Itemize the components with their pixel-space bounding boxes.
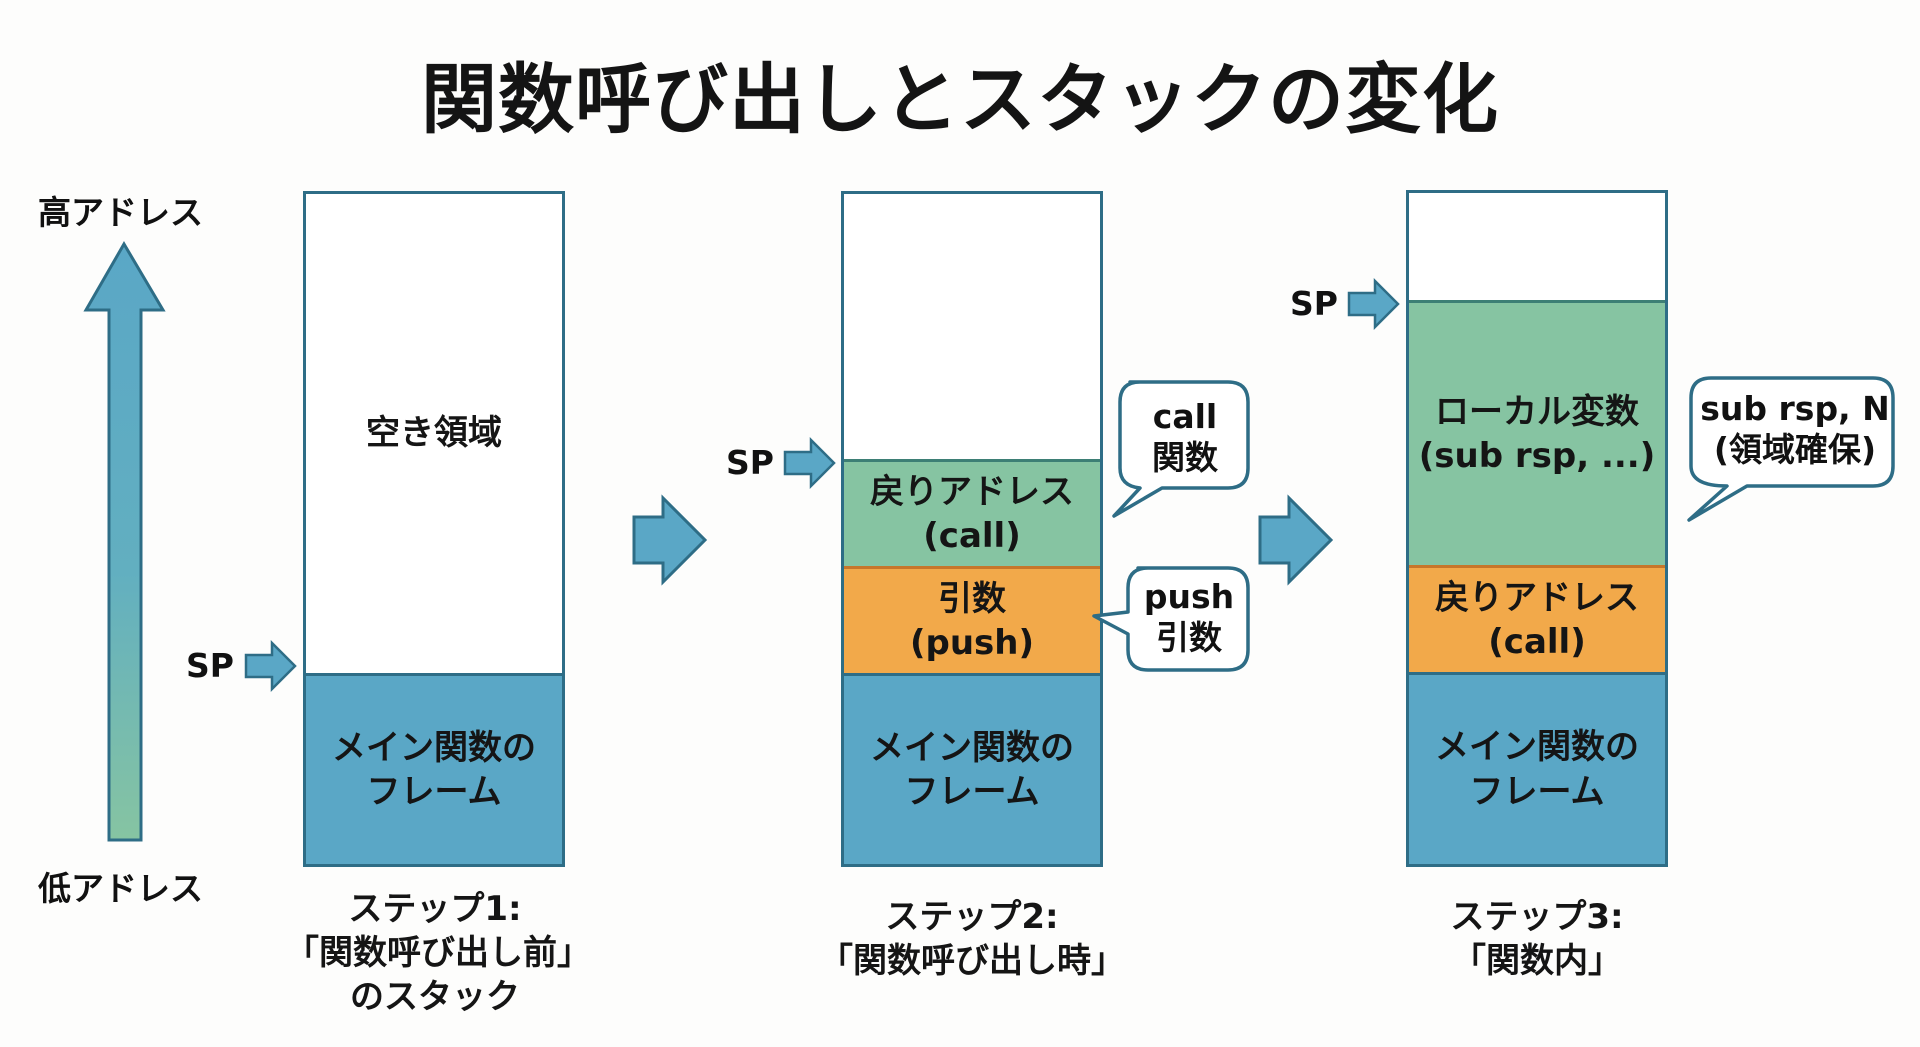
sp-label-step-3: SP (1290, 284, 1338, 323)
high-address-label: 高アドレス (38, 193, 203, 232)
step-1-caption: ステップ1: 「関数呼び出し前」 のスタック (285, 887, 591, 1020)
stack-step-3: ローカル変数 (sub rsp, ...) 戻りアドレス (call) メイン関… (1406, 190, 1668, 867)
low-address-label: 低アドレス (38, 869, 203, 908)
return-address-label-line2: (call) (1488, 622, 1586, 662)
free-space-segment: 空き領域 (306, 194, 562, 673)
sp-arrow-icon (244, 639, 297, 693)
bubble-sub-rsp-line1: sub rsp, N (1700, 389, 1890, 428)
main-frame-segment: メイン関数の フレーム (844, 673, 1100, 864)
main-frame-segment: メイン関数の フレーム (306, 673, 562, 864)
sp-arrow-icon (1347, 277, 1400, 331)
return-address-label-line2: (call) (923, 516, 1021, 556)
bubble-push-line1: push (1143, 577, 1235, 616)
sp-label-step-1: SP (186, 646, 234, 685)
return-address-label-line1: 戻りアドレス (870, 471, 1074, 512)
step-3-caption-line1: ステップ3: (1450, 897, 1624, 937)
arguments-label-line1: 引数 (938, 578, 1006, 619)
speech-bubble-call (1112, 380, 1250, 518)
bubble-call-text: call 関数 (1120, 396, 1250, 479)
sp-arrow-icon (783, 436, 836, 490)
arguments-segment: 引数 (push) (844, 566, 1100, 673)
local-variables-label-line2: (sub rsp, ...) (1418, 436, 1656, 476)
local-variables-segment: ローカル変数 (sub rsp, ...) (1409, 300, 1665, 565)
step-2-caption-line2: 「関数呼び出し時」 (819, 941, 1125, 982)
bubble-push-line2: 引数 (1156, 618, 1222, 658)
main-frame-segment: メイン関数の フレーム (1409, 672, 1665, 864)
free-space-label: 空き領域 (366, 413, 502, 454)
sp-label-step-2: SP (726, 443, 774, 482)
step-2-caption: ステップ2: 「関数呼び出し時」 (812, 895, 1132, 983)
step-1-caption-line3: のスタック (350, 977, 520, 1018)
main-frame-label-line1: メイン関数の (870, 727, 1074, 768)
stack-step-1: 空き領域 メイン関数の フレーム (303, 191, 565, 867)
stack-step-2: 戻りアドレス (call) 引数 (push) メイン関数の フレーム (841, 191, 1103, 867)
bubble-push-text: push 引数 (1128, 576, 1250, 659)
bubble-sub-rsp-text: sub rsp, N (領域確保) (1691, 388, 1899, 471)
arguments-label-line2: (push) (909, 623, 1035, 663)
step-1-caption-line2: 「関数呼び出し前」 (285, 933, 591, 974)
speech-bubble-push (1092, 566, 1250, 672)
main-frame-label-line2: フレーム (904, 772, 1040, 812)
speech-bubble-sub-rsp (1687, 376, 1895, 522)
step-transition-arrow-icon (632, 494, 708, 586)
step-3-caption: ステップ3: 「関数内」 (1387, 895, 1687, 983)
step-transition-arrow-icon (1258, 494, 1334, 586)
return-address-segment: 戻りアドレス (call) (844, 459, 1100, 566)
return-address-label-line1: 戻りアドレス (1435, 577, 1639, 618)
return-address-segment: 戻りアドレス (call) (1409, 565, 1665, 672)
free-space-segment (844, 194, 1100, 459)
main-frame-label-line1: メイン関数の (332, 727, 536, 768)
local-variables-label-line1: ローカル変数 (1435, 391, 1639, 432)
step-1-caption-line1: ステップ1: (348, 889, 522, 929)
bubble-call-line2: 関数 (1152, 438, 1218, 478)
bubble-call-line1: call (1152, 397, 1218, 436)
free-space-segment (1409, 193, 1665, 300)
main-frame-label-line2: フレーム (366, 772, 502, 812)
page-title: 関数呼び出しとスタックの変化 (421, 55, 1499, 144)
main-frame-label-line1: メイン関数の (1435, 727, 1639, 768)
bubble-sub-rsp-line2: (領域確保) (1713, 430, 1877, 470)
step-3-caption-line2: 「関数内」 (1452, 941, 1622, 982)
main-frame-label-line2: フレーム (1469, 771, 1605, 812)
step-2-caption-line1: ステップ2: (885, 897, 1059, 937)
